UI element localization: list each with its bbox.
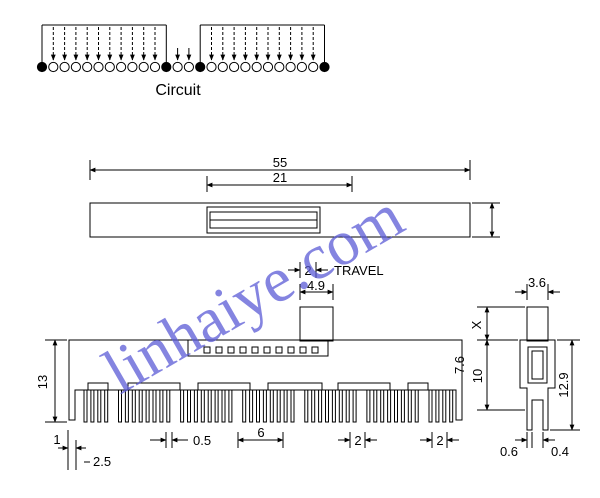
dim-left-offset: 1 bbox=[53, 432, 60, 447]
dim-side-10: 10 bbox=[470, 369, 485, 383]
circuit-terminal bbox=[308, 61, 319, 73]
circuit-terminal bbox=[240, 61, 251, 73]
circuit-terminal bbox=[48, 61, 59, 73]
dim-body-height: 13 bbox=[35, 375, 50, 389]
dim-pin-group-pitch: 6 bbox=[257, 425, 264, 440]
circuit-terminal bbox=[172, 61, 183, 73]
circuit-terminal bbox=[262, 61, 274, 73]
dim-side-7-6: 7.6 bbox=[452, 356, 467, 374]
circuit-common-terminal bbox=[36, 61, 48, 73]
circuit-terminal bbox=[82, 61, 93, 73]
circuit-terminal bbox=[149, 61, 161, 73]
dim-knob-width: 4.9 bbox=[307, 278, 325, 293]
dim-side-0-6: 0.6 bbox=[500, 444, 518, 459]
dim-window-length: 21 bbox=[273, 170, 287, 185]
watermark-text: linhaiye.com bbox=[92, 179, 415, 407]
circuit-terminal bbox=[138, 61, 149, 73]
dim-side-knob-width: 3.6 bbox=[528, 275, 546, 290]
top-view-body bbox=[89, 202, 471, 238]
slider-knob bbox=[299, 306, 334, 342]
circuit-terminal bbox=[285, 61, 296, 73]
circuit-terminal bbox=[217, 61, 228, 73]
circuit-terminal bbox=[59, 61, 70, 73]
circuit-terminal bbox=[251, 61, 262, 73]
circuit-common-terminal bbox=[195, 61, 206, 73]
circuit-terminal bbox=[70, 61, 82, 73]
dim-overall-length: 55 bbox=[273, 155, 287, 170]
front-view bbox=[45, 262, 463, 470]
front-housing bbox=[68, 339, 463, 421]
circuit-terminal bbox=[296, 61, 307, 73]
circuit-common-terminal bbox=[319, 61, 330, 73]
dim-pin-width: 0.5 bbox=[193, 433, 211, 448]
circuit-terminal bbox=[116, 61, 127, 73]
circuit-terminal bbox=[274, 61, 285, 73]
circuit-terminal bbox=[93, 61, 104, 73]
top-view bbox=[89, 160, 500, 238]
side-view bbox=[477, 284, 580, 448]
dim-travel-value: 2 bbox=[304, 263, 311, 278]
circuit-diagram: Circuit bbox=[36, 24, 330, 99]
circuit-terminals bbox=[36, 61, 330, 73]
dim-left-pitch: 2.5 bbox=[93, 454, 111, 469]
circuit-terminal bbox=[183, 61, 194, 73]
dim-side-12-9: 12.9 bbox=[556, 372, 571, 397]
dim-right-pitch-a: 2 bbox=[354, 433, 361, 448]
circuit-label: Circuit bbox=[155, 82, 201, 99]
circuit-common-terminal bbox=[161, 61, 172, 73]
dim-side-x: X bbox=[469, 320, 484, 329]
dim-side-0-4: 0.4 bbox=[551, 444, 569, 459]
circuit-terminal bbox=[104, 61, 115, 73]
circuit-terminal bbox=[206, 61, 217, 73]
circuit-arrows bbox=[41, 24, 325, 62]
circuit-terminal bbox=[229, 61, 240, 73]
travel-label: TRAVEL bbox=[334, 263, 384, 278]
dim-right-pitch-b: 2 bbox=[436, 433, 443, 448]
circuit-terminal bbox=[127, 61, 138, 73]
